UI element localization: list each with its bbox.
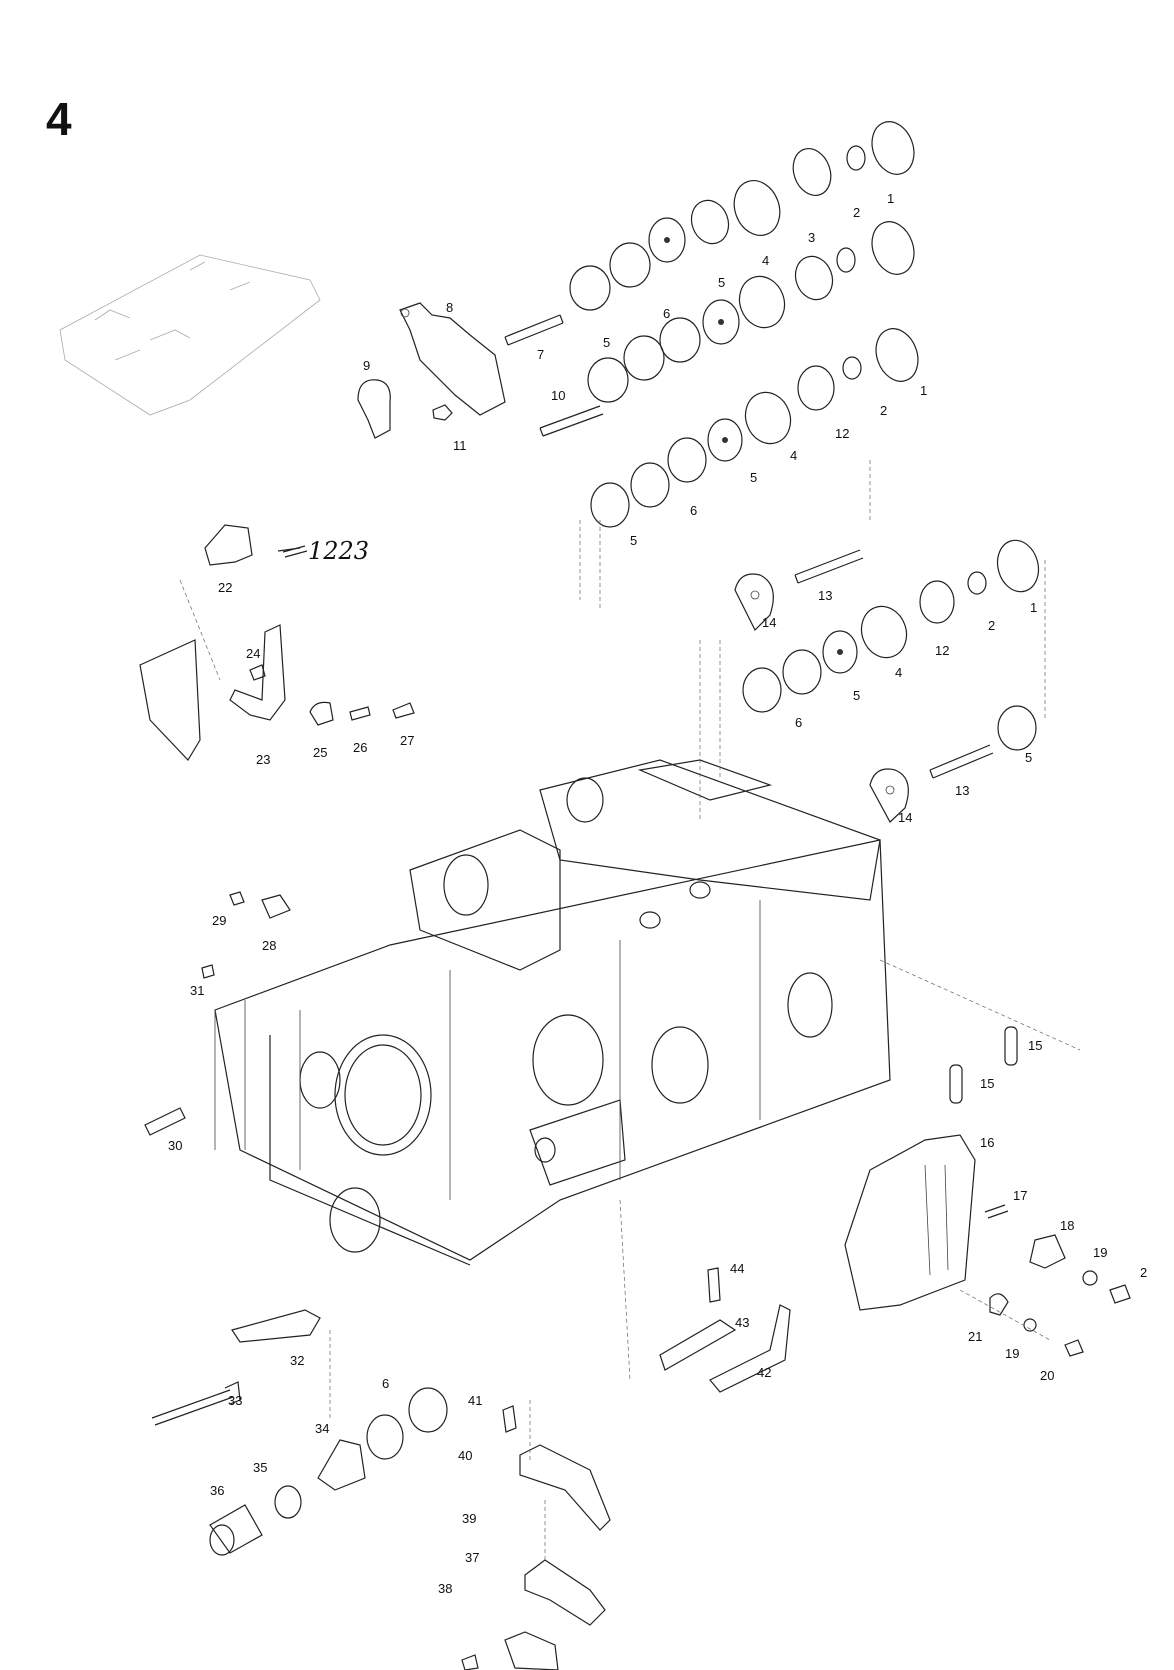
callout: 8 <box>446 300 453 315</box>
callout: 28 <box>262 938 276 953</box>
callout: 19 <box>1005 1346 1019 1361</box>
left-small-parts <box>144 891 291 1150</box>
callout: 19 <box>1093 1245 1107 1260</box>
callout: 5 <box>603 335 610 350</box>
callout: 1 <box>1030 600 1037 615</box>
valve-stack-upper <box>357 121 919 528</box>
callout: 31 <box>190 983 204 998</box>
callout: 9 <box>363 358 370 373</box>
callout: 23 <box>256 752 270 767</box>
callout: 36 <box>210 1483 224 1498</box>
callout: 21 <box>968 1329 982 1344</box>
callout: 6 <box>690 503 697 518</box>
callout: 20 <box>1040 1368 1054 1383</box>
callout: 1 <box>887 191 894 206</box>
plate-number: 4 <box>46 93 72 145</box>
callout: 2 <box>880 403 887 418</box>
callout: 29 <box>212 913 226 928</box>
callout: 41 <box>468 1393 482 1408</box>
callout: 16 <box>980 1135 994 1150</box>
callout: 5 <box>1025 750 1032 765</box>
left-bracket-group <box>139 524 415 761</box>
callout: 7 <box>537 347 544 362</box>
callout-labels: 1 2 3 4 5 6 5 7 8 9 10 11 1 2 12 4 5 6 5… <box>168 191 1147 1596</box>
callout: 13 <box>818 588 832 603</box>
callout: 3 <box>808 230 815 245</box>
callout: 15 <box>980 1076 994 1091</box>
callout: 6 <box>663 306 670 321</box>
note-pointer <box>277 547 301 552</box>
callout: 26 <box>353 740 367 755</box>
callout: 6 <box>382 1376 389 1391</box>
callout: 10 <box>551 388 565 403</box>
assembly-lines <box>179 460 1081 1560</box>
callout: 4 <box>762 253 769 268</box>
callout: 44 <box>730 1261 744 1276</box>
callout: 4 <box>895 665 902 680</box>
callout: 13 <box>955 783 969 798</box>
right-side-parts <box>844 1026 1131 1357</box>
callout: 2 <box>853 205 860 220</box>
valve-stack-lower <box>734 539 1040 823</box>
handwritten-note: 1223 <box>308 537 369 565</box>
callout: 11 <box>453 438 467 453</box>
callout: 12 <box>835 426 849 441</box>
callout: 30 <box>168 1138 182 1153</box>
callout: 39 <box>462 1511 476 1526</box>
callout: 2 <box>988 618 995 633</box>
callout: 5 <box>853 688 860 703</box>
callout: 37 <box>465 1550 479 1565</box>
callout: 5 <box>750 470 757 485</box>
callout: 4 <box>790 448 797 463</box>
callout: 17 <box>1013 1188 1027 1203</box>
callout: 15 <box>1028 1038 1042 1053</box>
callout: 34 <box>315 1421 329 1436</box>
bottom-parts <box>151 1267 791 1670</box>
callout: 18 <box>1060 1218 1074 1233</box>
ghost-cover-outline <box>59 254 321 416</box>
callout: 14 <box>898 810 912 825</box>
callout: 35 <box>253 1460 267 1475</box>
callout: 12 <box>935 643 949 658</box>
callout: 40 <box>458 1448 472 1463</box>
callout: 32 <box>290 1353 304 1368</box>
callout: 6 <box>795 715 802 730</box>
callout: 42 <box>757 1365 771 1380</box>
callout: 25 <box>313 745 327 760</box>
callout: 22 <box>218 580 232 595</box>
gearbox-housing <box>214 759 891 1266</box>
callout: 38 <box>438 1581 452 1596</box>
callout: 5 <box>630 533 637 548</box>
callout: 2 <box>1140 1265 1147 1280</box>
callout: 33 <box>228 1393 242 1408</box>
callout: 5 <box>718 275 725 290</box>
callout: 27 <box>400 733 414 748</box>
callout: 1 <box>920 383 927 398</box>
callout: 14 <box>762 615 776 630</box>
callout: 43 <box>735 1315 749 1330</box>
callout: 24 <box>246 646 260 661</box>
